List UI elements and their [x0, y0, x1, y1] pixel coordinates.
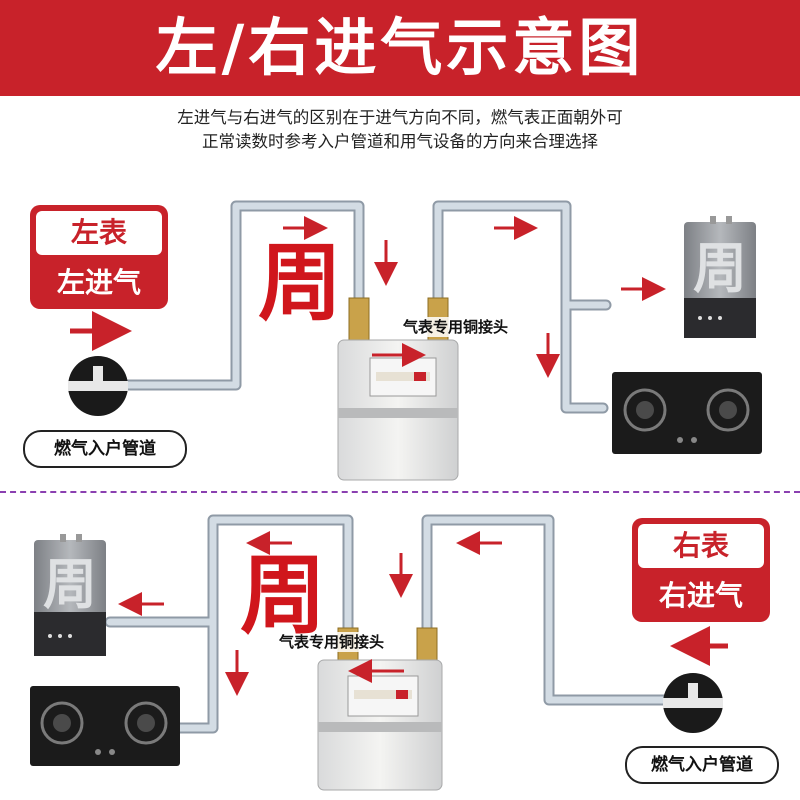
top-joint-label: 气表专用铜接头 — [400, 317, 512, 337]
water-heater-icon — [34, 534, 106, 656]
bottom-joint-label: 气表专用铜接头 — [276, 632, 388, 652]
brass-connector-icon — [348, 297, 370, 343]
bottom-inlet-label: 燃气入户管道 — [625, 746, 779, 784]
top-pipes — [94, 200, 612, 414]
left-meter-card: 左表 左进气 — [30, 205, 168, 309]
heater-emblem: 周 — [43, 552, 97, 616]
gas-stove-icon — [30, 686, 180, 766]
right-meter-card-subtitle: 右进气 — [658, 579, 743, 612]
left-meter-card-subtitle: 左进气 — [56, 266, 141, 299]
gas-valve-icon — [68, 356, 128, 416]
left-meter-card-title: 左表 — [36, 211, 162, 255]
subtitle-line-2: 正常读数时参考入户管道和用气设备的方向来合理选择 — [202, 132, 598, 151]
brass-connector-icon — [416, 627, 438, 663]
page-title: 左/右进气示意图 — [155, 11, 645, 84]
flow-arrow-icon — [118, 531, 728, 696]
water-heater-icon — [684, 216, 756, 338]
flow-arrow-icon — [70, 216, 666, 378]
bottom-pipes — [104, 514, 681, 734]
right-meter-card: 右表 右进气 — [632, 518, 770, 622]
right-meter-card-title: 右表 — [638, 524, 764, 568]
subtitle-line-1: 左进气与右进气的区别在于进气方向不同，燃气表正面朝外可 — [177, 108, 623, 127]
top-inlet-label: 燃气入户管道 — [23, 430, 187, 468]
gas-valve-icon — [663, 673, 723, 733]
gas-meter-icon — [317, 627, 443, 791]
section-divider — [0, 491, 800, 493]
gas-stove-icon — [612, 372, 762, 454]
bottom-brand-seal: 周 — [240, 545, 326, 646]
top-brand-seal: 周 — [258, 233, 343, 332]
heater-emblem: 周 — [693, 236, 747, 300]
header-banner: 左/右进气示意图 — [0, 0, 800, 96]
